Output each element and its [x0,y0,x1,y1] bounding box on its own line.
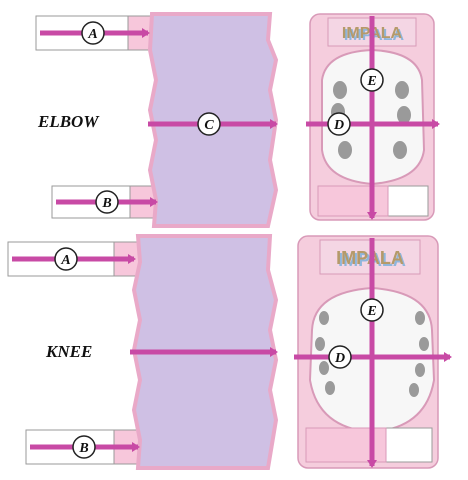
vent-icon [419,337,429,351]
vent-icon [397,106,411,124]
vent-icon [319,311,329,325]
knee-marker-d: D [328,345,352,369]
vent-icon [393,141,407,159]
vent-icon [315,337,325,351]
vent-icon [325,381,335,395]
marker-label: D [333,118,344,133]
elbow-marker-e: E [360,68,384,92]
elbow-marker-b: B [95,190,119,214]
vent-icon [338,141,352,159]
marker-label: B [101,196,111,211]
knee-pad: IMPALA IMPALA [297,235,439,469]
marker-label: E [366,74,376,89]
marker-label: A [87,27,97,42]
marker-label: C [204,118,214,133]
vent-icon [415,311,425,325]
marker-label: A [60,253,70,268]
vent-icon [415,363,425,377]
knee-title: KNEE [45,342,92,361]
knee-marker-b: B [72,435,96,459]
knee-marker-a: A [54,247,78,271]
marker-label: B [78,441,88,456]
knee-section: IMPALA IMPALA A B [7,234,452,470]
elbow-marker-c: C [197,112,221,136]
vent-icon [333,81,347,99]
vent-icon [409,383,419,397]
elbow-title: ELBOW [37,112,100,131]
elbow-marker-d: D [327,112,351,136]
marker-label: D [334,351,345,366]
elbow-section: IMPALA IMPALA A B [35,12,440,228]
vent-icon [395,81,409,99]
vent-icon [319,361,329,375]
elbow-marker-a: A [81,21,105,45]
marker-label: E [366,304,376,319]
knee-marker-e: E [360,298,384,322]
